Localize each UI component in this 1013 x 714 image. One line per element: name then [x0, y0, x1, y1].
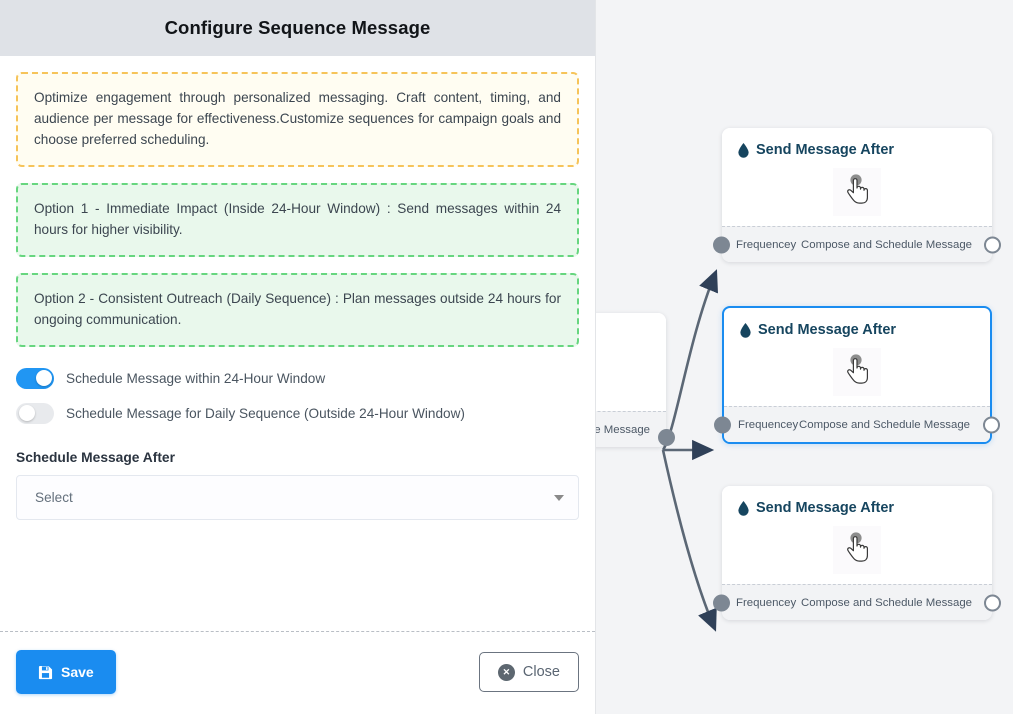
page-title: Configure Sequence Message	[164, 17, 431, 38]
node-1-body: Send Message After	[722, 128, 992, 226]
schedule-after-label: Schedule Message After	[16, 450, 175, 466]
close-button[interactable]: ✕ Close	[478, 652, 579, 692]
node-1-compose-label: Compose and Schedule Message	[801, 238, 972, 251]
panel-footer: Save ✕ Close	[0, 631, 595, 714]
node-partial-main	[596, 313, 666, 411]
toggle-label-within-24h: Schedule Message within 24-Hour Window	[66, 370, 326, 386]
node-2-footer: Frequencey Compose and Schedule Message	[713, 406, 1000, 442]
node-3-title-row: Send Message After	[738, 500, 976, 516]
option-1-text: Option 1 - Immediate Impact (Inside 24-H…	[34, 201, 561, 238]
toggle-row-daily-sequence[interactable]: Schedule Message for Daily Sequence (Out…	[16, 398, 579, 428]
node-2-title: Send Message After	[758, 322, 897, 338]
node-3-target-handle[interactable]	[712, 594, 730, 611]
node-1-cursor-wrap	[722, 168, 992, 216]
toggle-knob	[18, 405, 35, 422]
flow-canvas[interactable]: ce Message Send Message After	[596, 0, 1013, 714]
node-1-source-handle[interactable]	[984, 236, 1001, 253]
node-2-compose-label: Compose and Schedule Message	[799, 418, 970, 431]
node-2-source-handle[interactable]	[983, 416, 1000, 433]
pointing-hand-cursor-icon	[833, 168, 881, 216]
node-partial-footer-label: ce Message	[596, 423, 650, 436]
node-3-source-handle[interactable]	[984, 594, 1001, 611]
node-3-cursor-wrap	[722, 526, 992, 574]
node-2-body: Send Message After	[724, 308, 990, 406]
node-partial-source-handle[interactable]	[658, 429, 675, 446]
toggle-schedule-within-24h[interactable]	[16, 367, 54, 389]
pointing-hand-cursor-icon	[833, 348, 881, 396]
option-2-text: Option 2 - Consistent Outreach (Daily Se…	[34, 291, 561, 328]
toggle-schedule-daily-sequence[interactable]	[16, 402, 54, 424]
edge-to-node-3	[661, 449, 717, 632]
schedule-after-value: Select	[35, 490, 73, 506]
toggle-knob	[35, 370, 52, 387]
droplet-icon	[740, 322, 751, 338]
node-partial-upstream[interactable]: ce Message	[596, 313, 675, 447]
node-1-title: Send Message After	[756, 142, 895, 158]
chevron-down-icon	[554, 494, 564, 501]
node-1-footer: Frequencey Compose and Schedule Message	[712, 226, 1001, 262]
droplet-icon	[738, 500, 749, 516]
panel-body: Optimize engagement through personalized…	[0, 56, 595, 631]
floppy-disk-icon	[38, 665, 53, 680]
node-2-frequency-label: Frequencey	[738, 418, 799, 431]
node-3-frequency-label: Frequencey	[736, 596, 797, 609]
info-note-box: Optimize engagement through personalized…	[16, 72, 579, 168]
node-1-target-handle[interactable]	[712, 236, 730, 253]
option-2-box: Option 2 - Consistent Outreach (Daily Se…	[16, 273, 579, 348]
schedule-after-select[interactable]: Select	[16, 475, 579, 521]
node-send-message-after-2[interactable]: Send Message After Frequencey Compose a	[713, 306, 1000, 444]
toggle-row-24h-window[interactable]: Schedule Message within 24-Hour Window	[16, 363, 579, 393]
flow-canvas-inner: ce Message Send Message After	[596, 0, 1013, 714]
save-button[interactable]: Save	[16, 650, 116, 694]
node-3-footer: Frequencey Compose and Schedule Message	[712, 584, 1001, 620]
panel-header: Configure Sequence Message	[0, 0, 595, 56]
node-1-frequency-label: Frequencey	[736, 238, 797, 251]
node-send-message-after-1[interactable]: Send Message After Frequencey Compose a	[712, 128, 1001, 262]
configure-sequence-panel: Configure Sequence Message Optimize enga…	[0, 0, 596, 714]
close-circle-icon: ✕	[497, 663, 515, 681]
node-1-title-row: Send Message After	[738, 142, 976, 158]
edge-to-node-1	[661, 269, 718, 451]
node-2-target-handle[interactable]	[713, 416, 731, 433]
node-partial-footer: ce Message	[596, 411, 666, 447]
save-button-label: Save	[61, 664, 94, 680]
option-1-box: Option 1 - Immediate Impact (Inside 24-H…	[16, 183, 579, 258]
toggle-label-daily-sequence: Schedule Message for Daily Sequence (Out…	[66, 405, 465, 421]
node-2-cursor-wrap	[724, 348, 990, 396]
node-2-title-row: Send Message After	[740, 322, 974, 338]
info-note-text: Optimize engagement through personalized…	[34, 90, 561, 148]
close-button-label: Close	[522, 664, 560, 680]
node-3-compose-label: Compose and Schedule Message	[801, 596, 972, 609]
pointing-hand-cursor-icon	[833, 526, 881, 574]
droplet-icon	[738, 142, 749, 158]
node-3-body: Send Message After	[722, 486, 992, 584]
schedule-after-field-group: Schedule Message After Select	[16, 450, 579, 521]
node-send-message-after-3[interactable]: Send Message After Frequencey Compose a	[712, 486, 1001, 620]
node-3-title: Send Message After	[756, 500, 895, 516]
